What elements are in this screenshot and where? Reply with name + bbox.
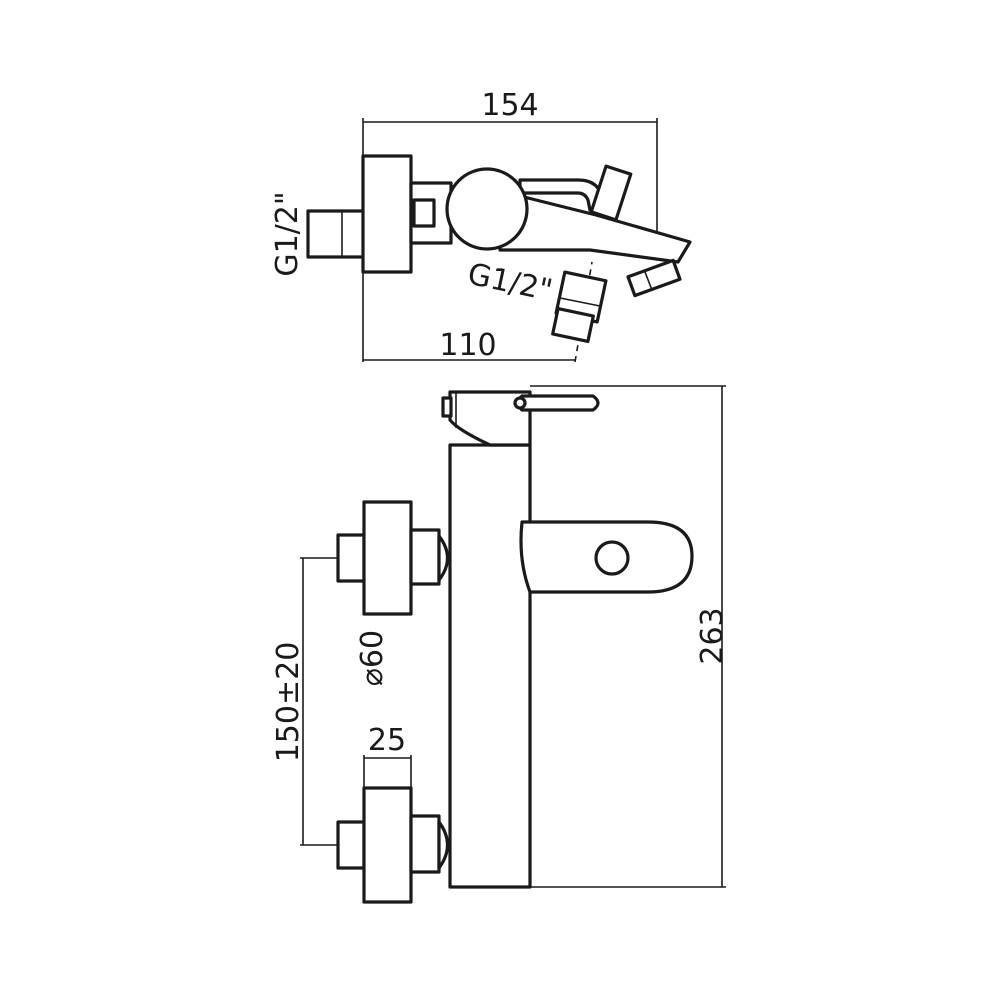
- dim-inlet-thread: G1/2": [270, 191, 305, 276]
- diverter-knob: [594, 540, 630, 576]
- aerator-line: [644, 271, 653, 291]
- lever: [516, 394, 600, 412]
- wall-flange: [361, 154, 413, 274]
- dim-overall-height: 263: [695, 607, 730, 664]
- outlet-axis-line: [574, 261, 593, 363]
- aerator: [626, 258, 682, 298]
- spout-body: [498, 194, 692, 264]
- dim-overall-width: 154: [481, 88, 538, 123]
- outlet-connection-pipe: [551, 306, 595, 344]
- top-view: 154 G1/2" G1/2" 110: [270, 88, 692, 363]
- upper-eccentric: [409, 528, 441, 586]
- lower-wall-flange: [362, 786, 413, 904]
- upper-inlet-pipe: [336, 533, 366, 583]
- inlet-pipe: [306, 209, 366, 259]
- main-body: [448, 443, 532, 889]
- lever-housing: [448, 390, 532, 447]
- eccentric-nut: [412, 198, 436, 228]
- dim-centers-distance: 150±20: [271, 642, 306, 763]
- dim-flange-depth: 25: [368, 723, 406, 758]
- outlet-connection-line: [559, 297, 601, 307]
- lower-inlet-pipe: [336, 820, 366, 870]
- upper-wall-flange: [362, 500, 413, 616]
- lever-housing-cap: [441, 396, 453, 418]
- front-view: 263 150±20 ⌀60 25: [271, 385, 730, 904]
- lower-eccentric-nut: [437, 820, 450, 870]
- lever-pivot: [513, 396, 527, 410]
- dim-projection: 110: [439, 328, 496, 363]
- dim-outlet-thread: G1/2": [465, 257, 556, 309]
- lower-eccentric: [409, 814, 441, 874]
- mixer-body-circle: [445, 167, 529, 251]
- lever-arm: [518, 178, 604, 212]
- lever-handle: [589, 164, 633, 222]
- dim-flange-diameter: ⌀60: [355, 630, 390, 686]
- upper-eccentric-nut: [437, 534, 450, 582]
